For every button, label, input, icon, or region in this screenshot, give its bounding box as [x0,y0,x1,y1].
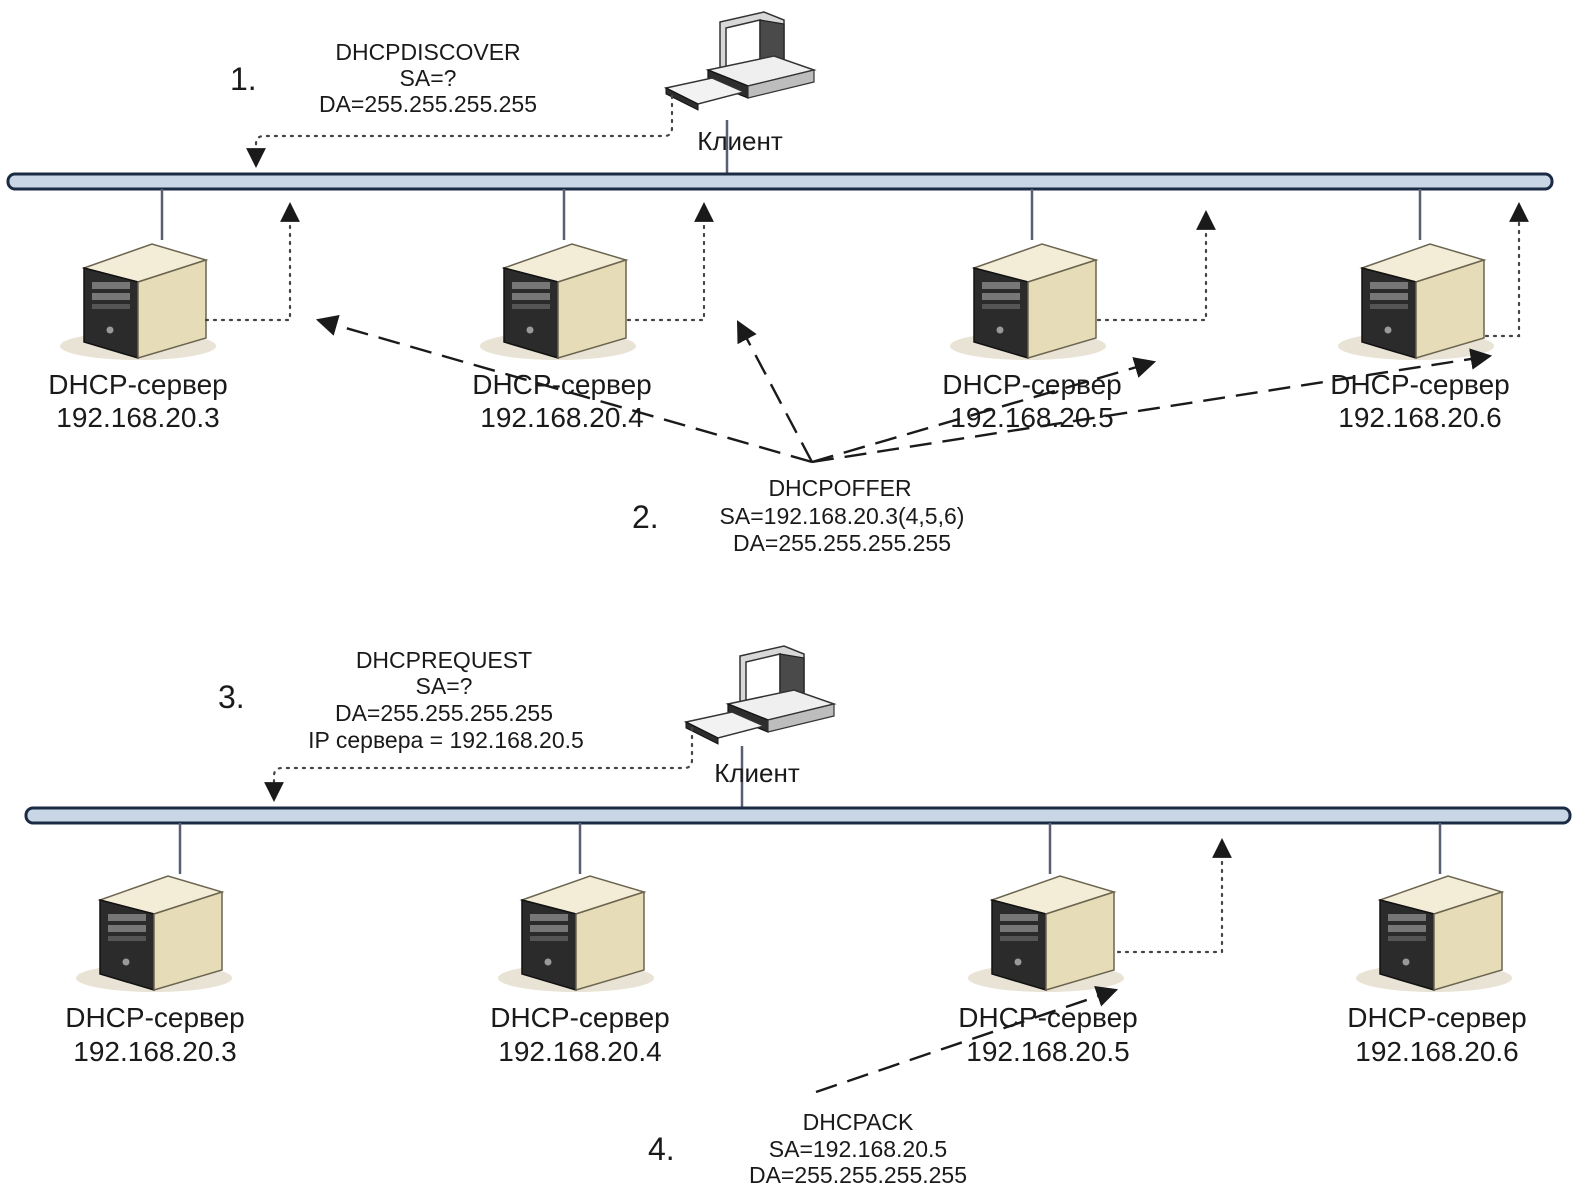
server-name: DHCP-сервер [490,1002,670,1033]
server-icon [59,243,217,361]
server-name: DHCP-сервер [65,1002,245,1033]
client-label: Клиент [697,126,783,156]
destination-address: DA=255.255.255.255 [335,700,553,726]
client-computer-icon [685,645,835,745]
source-address: SA=192.168.20.3(4,5,6) [720,503,965,529]
server-name: DHCP-сервер [942,369,1122,400]
server-ip: 192.168.20.4 [480,402,644,433]
destination-address: DA=255.255.255.255 [749,1162,967,1188]
client-computer-icon [665,11,815,111]
server-name: DHCP-сервер [1347,1002,1527,1033]
server-icon [497,875,655,993]
server-icon [967,875,1125,993]
message-type: DHCPREQUEST [356,647,532,673]
bottom-panel: Клиент 3. DHCPREQUEST SA=? DA=255.255.25… [24,645,1572,1188]
server-name: DHCP-сервер [48,369,228,400]
offer-arrow [811,348,1493,464]
offer-arrow [736,320,814,463]
server-icon [479,243,637,361]
server-icon [1337,243,1495,361]
client-label: Клиент [714,758,800,788]
source-address: SA=? [400,65,457,91]
server-name: DHCP-сервер [958,1002,1138,1033]
server-ip: 192.168.20.5 [966,1036,1130,1067]
step-number: 4. [648,1131,675,1167]
network-bus [6,172,1554,191]
source-address: SA=192.168.20.5 [769,1136,947,1162]
server-ip-request: IP сервера = 192.168.20.5 [308,727,584,753]
step-number: 2. [632,499,659,535]
server-to-bus-path [626,202,714,322]
server-icon [75,875,233,993]
offer-arrow [811,357,1157,464]
server-name: DHCP-сервер [1330,369,1510,400]
server-to-bus-path [204,202,300,322]
network-bus [24,806,1572,825]
server-ip: 192.168.20.6 [1355,1036,1519,1067]
server-to-bus-path [1096,210,1216,322]
destination-address: DA=255.255.255.255 [733,530,951,556]
message-type: DHCPDISCOVER [335,39,520,65]
server-ip: 192.168.20.3 [73,1036,237,1067]
server-to-bus-path [1116,838,1232,954]
server-icon [949,243,1107,361]
step-number: 3. [218,679,245,715]
server-ip: 192.168.20.3 [56,402,220,433]
ack-arrow [815,986,1119,1094]
request-broadcast-path [264,726,694,802]
source-address: SA=? [416,673,473,699]
step-number: 1. [230,61,257,97]
message-type: DHCPACK [803,1109,914,1135]
server-ip: 192.168.20.5 [950,402,1114,433]
server-to-bus-path [1484,202,1529,338]
server-ip: 192.168.20.6 [1338,402,1502,433]
server-icon [1355,875,1513,993]
server-ip: 192.168.20.4 [498,1036,662,1067]
offer-arrow [315,314,813,464]
destination-address: DA=255.255.255.255 [319,91,537,117]
message-type: DHCPOFFER [768,475,911,501]
discover-broadcast-path [246,94,674,168]
top-panel: Клиент 1. DHCPDISCOVER SA=? DA=255.255.2… [6,11,1554,556]
server-name: DHCP-сервер [472,369,652,400]
